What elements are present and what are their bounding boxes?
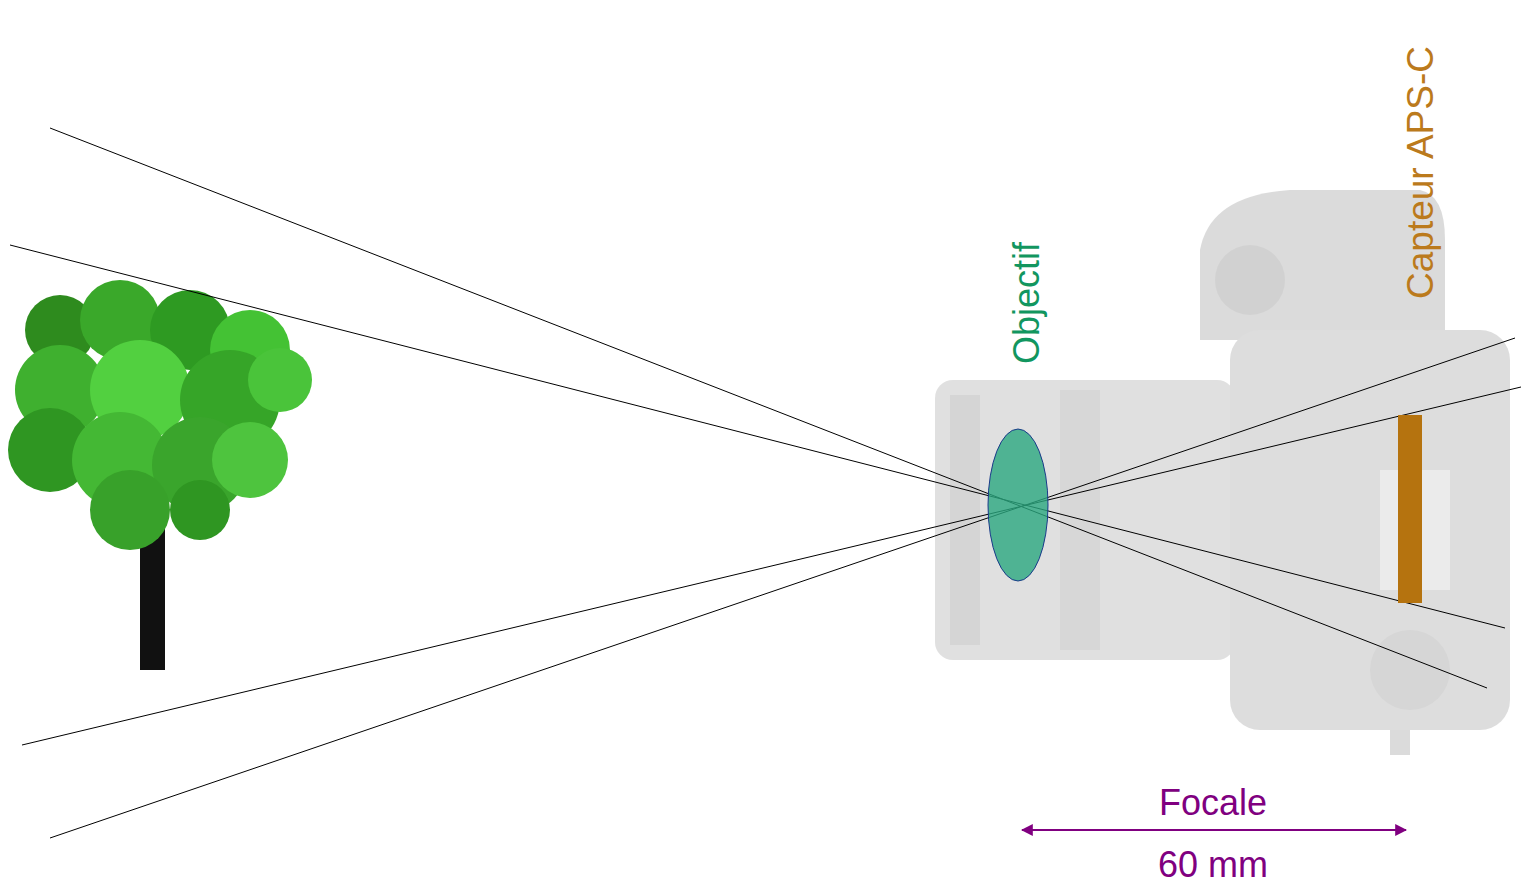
lens-shape [988,429,1048,581]
focal-label-text: Focale [1159,782,1267,823]
dimension-label: 60 mm [1158,847,1268,883]
sensor-shape [1398,415,1422,603]
focal-label: Focale [1159,785,1267,821]
sensor-label-text: Capteur APS-C [1399,46,1440,299]
light-rays [10,128,1521,838]
lens-label-text: Objectif [1006,242,1047,364]
focal-arrow [1022,829,1406,831]
dimension-label-text: 60 mm [1158,844,1268,885]
tree-picture [8,280,312,670]
sensor-label: Capteur APS-C [1401,46,1438,299]
lens-label: Objectif [1009,242,1045,364]
